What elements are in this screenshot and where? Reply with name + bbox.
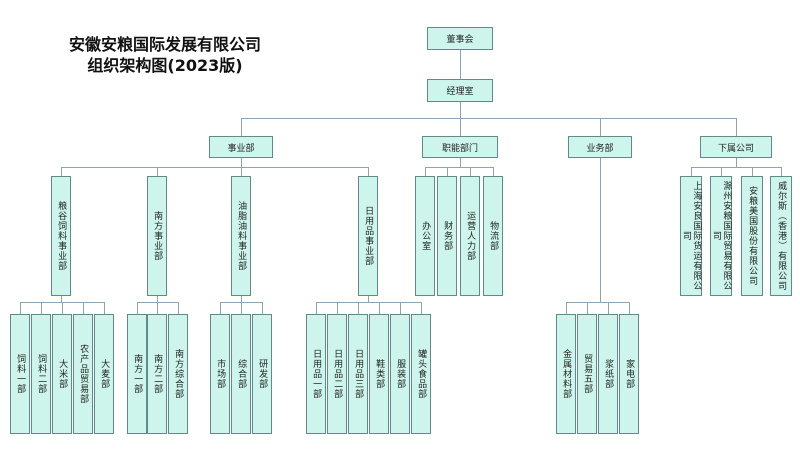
node-business-dept: 贸易五部 xyxy=(577,314,597,434)
node-department: 综合部 xyxy=(231,314,251,434)
connector-to-node-department xyxy=(316,302,317,314)
connector-to-node-department xyxy=(137,302,138,314)
connector-node-function-dept-bus xyxy=(425,167,493,168)
connector-to-node-department xyxy=(220,302,221,314)
node-subdivision: 日用品事业部 xyxy=(358,176,378,296)
node-department: 市场部 xyxy=(210,314,230,434)
node-function-dept: 办公室 xyxy=(415,176,435,296)
node-department: 鞋类部 xyxy=(369,314,389,434)
node-department: 研发部 xyxy=(252,314,272,434)
connector-to-node-department xyxy=(83,302,84,314)
connector-node-business-dept-bus xyxy=(566,302,629,303)
node-subdivision: 油脂油料事业部 xyxy=(231,176,251,296)
node-department: 大米部 xyxy=(52,314,72,434)
connector-to-node-business-dept xyxy=(629,302,630,314)
connector-to-node-department xyxy=(379,302,380,314)
node-subsidiary: 上海安良国际货运有限公司 xyxy=(680,176,702,296)
connector-to-node-department xyxy=(178,302,179,314)
connector-root-manager xyxy=(460,50,461,79)
node-function-dept: 物流部 xyxy=(483,176,503,296)
node-division: 职能部门 xyxy=(422,136,498,158)
node-subsidiary: 安粮美国股份有限公司 xyxy=(741,176,763,296)
connector-to-node-department xyxy=(41,302,42,314)
node-department: 南方一部 xyxy=(127,314,147,434)
connector-to-node-function-dept xyxy=(447,167,448,176)
node-subdivision: 粮谷饲料事业部 xyxy=(51,176,71,296)
connector-to-node-department-bus xyxy=(61,296,62,302)
connector-to-node-subsidiary xyxy=(691,167,692,176)
connector-to-node-function-dept-bus xyxy=(460,158,461,167)
node-division: 业务部 xyxy=(568,136,632,158)
connector-to-node-subsidiary xyxy=(752,167,753,176)
connector-to-node-subsidiary-bus xyxy=(736,158,737,167)
connector-to-division xyxy=(241,118,242,136)
connector-to-node-department xyxy=(104,302,105,314)
node-business-dept: 浆纸部 xyxy=(598,314,618,434)
connector-to-node-department xyxy=(337,302,338,314)
connector-to-node-business-dept xyxy=(566,302,567,314)
connector-to-subdivision xyxy=(157,167,158,176)
node-manager: 经理室 xyxy=(427,79,493,102)
node-subsidiary: 滁州安粮国际贸易有限公司 xyxy=(710,176,732,296)
node-department: 日用品二部 xyxy=(327,314,347,434)
node-subdivision: 南方事业部 xyxy=(147,176,167,296)
chart-title-line-1: 安徽安粮国际发展有限公司 xyxy=(68,35,261,54)
connector-to-node-department xyxy=(421,302,422,314)
connector-to-node-subsidiary xyxy=(781,167,782,176)
connector-to-node-department xyxy=(358,302,359,314)
node-department: 大麦部 xyxy=(94,314,114,434)
node-board: 董事会 xyxy=(427,27,493,50)
node-function-dept: 运营人力部 xyxy=(460,176,480,296)
node-department: 饲料一部 xyxy=(10,314,30,434)
connector-subdivision-bus xyxy=(61,167,368,168)
chart-title-line-2: 组织架构图(2023版) xyxy=(87,56,243,75)
node-department: 南方综合部 xyxy=(168,314,188,434)
node-business-dept: 金属材料部 xyxy=(556,314,576,434)
connector-to-node-business-dept-bus xyxy=(600,158,601,302)
node-subsidiary: 威尔斯（香港）有限公司 xyxy=(770,176,792,296)
connector-to-node-department xyxy=(157,302,158,314)
connector-to-node-department-bus xyxy=(241,296,242,302)
connector-to-division xyxy=(736,118,737,136)
node-department: 日用品一部 xyxy=(306,314,326,434)
connector-to-node-department xyxy=(62,302,63,314)
node-business-dept: 家电部 xyxy=(619,314,639,434)
connector-node-subsidiary-bus xyxy=(691,167,781,168)
connector-to-node-function-dept xyxy=(470,167,471,176)
connector-to-node-department-bus xyxy=(368,296,369,302)
connector-to-subdivision xyxy=(61,167,62,176)
connector-to-node-business-dept xyxy=(608,302,609,314)
node-department: 罐头食品部 xyxy=(411,314,431,434)
connector-node-department-bus xyxy=(316,302,421,303)
node-division: 下属公司 xyxy=(700,136,772,158)
connector-to-node-department xyxy=(241,302,242,314)
node-division: 事业部 xyxy=(209,136,273,158)
node-department: 日用品三部 xyxy=(348,314,368,434)
connector-to-node-department xyxy=(262,302,263,314)
connector-to-subdivision-bus xyxy=(241,158,242,167)
connector-to-node-function-dept xyxy=(493,167,494,176)
node-function-dept: 财务部 xyxy=(437,176,457,296)
connector-to-node-function-dept xyxy=(425,167,426,176)
connector-manager-bus xyxy=(460,102,461,118)
connector-to-node-department xyxy=(20,302,21,314)
connector-division-bus xyxy=(241,118,736,119)
connector-to-node-subsidiary xyxy=(721,167,722,176)
connector-to-node-business-dept xyxy=(587,302,588,314)
node-department: 饲料二部 xyxy=(31,314,51,434)
connector-to-node-department-bus xyxy=(157,296,158,302)
node-department: 服装部 xyxy=(390,314,410,434)
node-department: 南方二部 xyxy=(147,314,167,434)
connector-to-subdivision xyxy=(241,167,242,176)
connector-to-subdivision xyxy=(368,167,369,176)
connector-to-node-department xyxy=(400,302,401,314)
connector-to-division xyxy=(600,118,601,136)
connector-to-division xyxy=(460,118,461,136)
node-department: 农产品贸易部 xyxy=(73,314,93,434)
